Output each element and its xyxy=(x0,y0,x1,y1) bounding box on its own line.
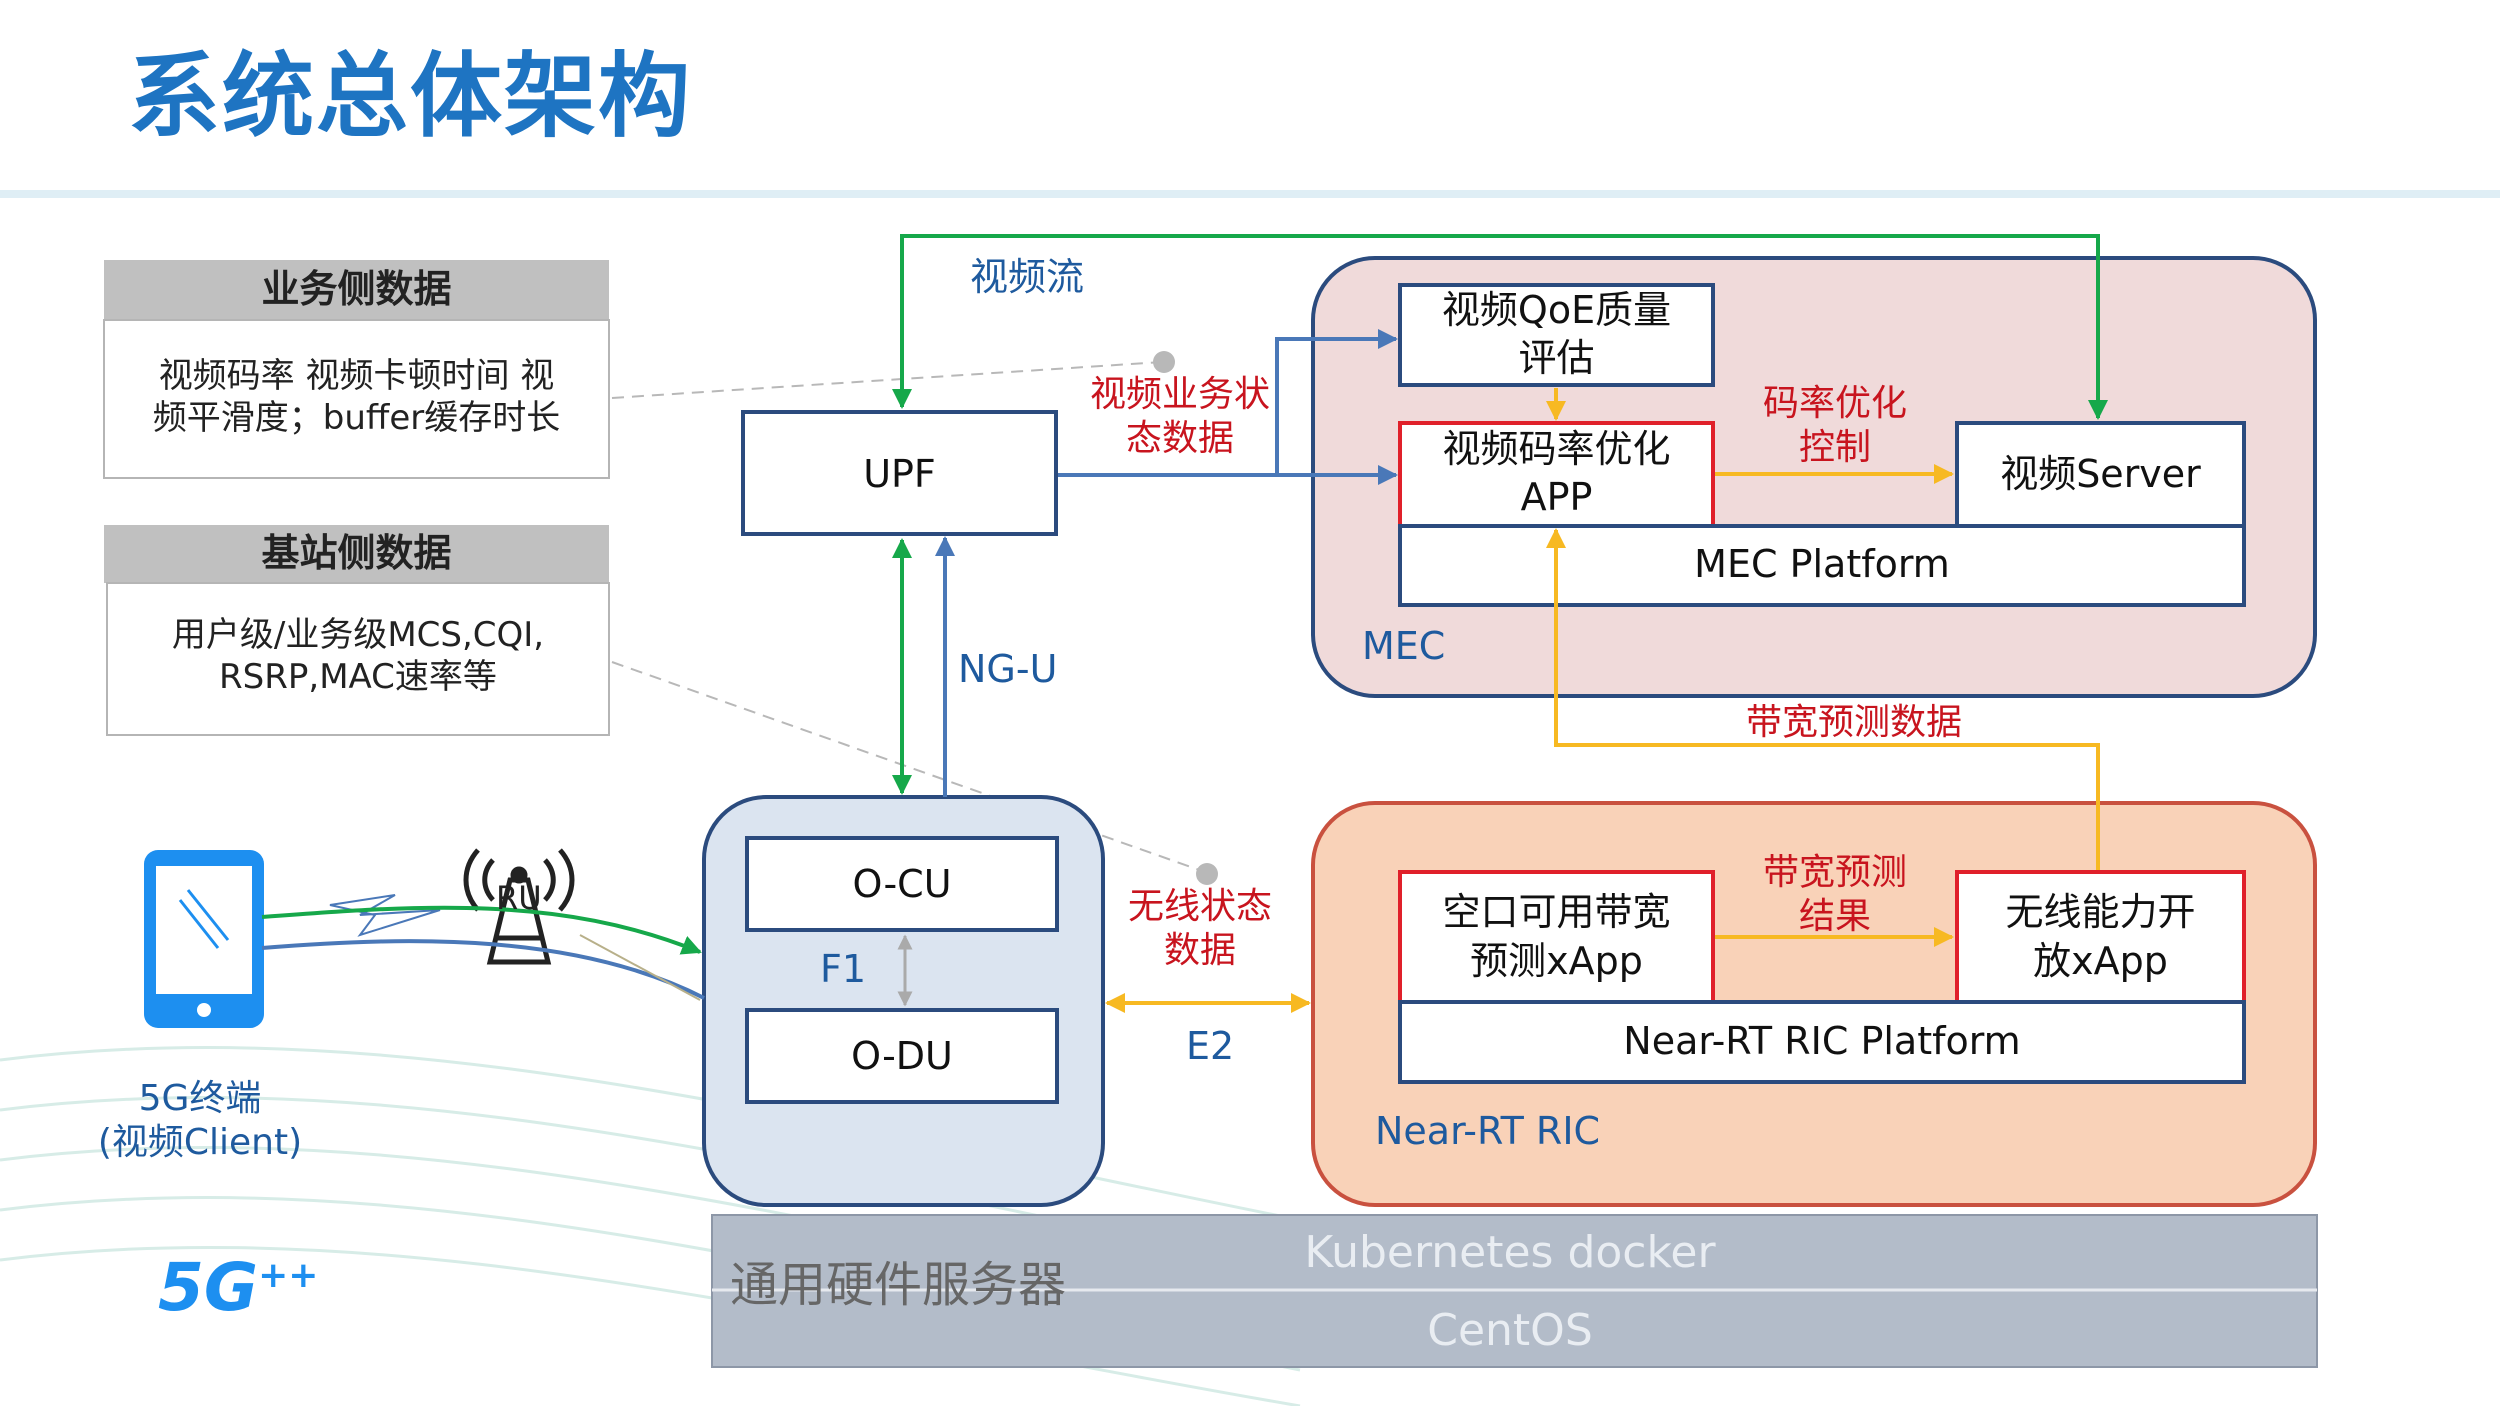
wireless-label-2: 放xApp xyxy=(2033,939,2168,983)
bw-pred-label-1: 空口可用带宽 xyxy=(1442,890,1671,934)
video-stream-label: 视频流 xyxy=(970,255,1085,299)
ric-platform-label: Near-RT RIC Platform xyxy=(1623,1019,2021,1063)
video-server-box xyxy=(1955,421,2246,528)
service-data-callout xyxy=(611,361,1163,399)
phone-screen-glare-2 xyxy=(186,889,230,941)
5g-logo-sup: ++ xyxy=(258,1255,319,1296)
qoe-label-1: 视频QoE质量 xyxy=(1441,288,1672,332)
upf-to-qoe xyxy=(1275,329,1398,475)
ric-platform-box xyxy=(1398,1000,2246,1084)
bw-pred-result-label-2: 结果 xyxy=(1798,896,1871,937)
service-state-label-1: 视频业务状 xyxy=(1089,374,1270,415)
ocu-label: O-CU xyxy=(852,862,952,906)
bs-data-callout xyxy=(611,661,1206,873)
bs-data-box xyxy=(106,582,610,736)
bs-data-line-2: RSRP,MAC速率等 xyxy=(219,657,497,697)
bw-data-path xyxy=(1546,528,2100,870)
wireless-box xyxy=(1955,870,2246,1004)
page-title: 系统总体架构 xyxy=(128,43,693,150)
bitrate-ctrl-label-1: 码率优化 xyxy=(1762,383,1907,424)
ocu-box xyxy=(745,836,1059,932)
service-data-header-text: 业务侧数据 xyxy=(261,267,452,311)
bw-pred-label-2: 预测xApp xyxy=(1470,939,1643,983)
upf-label: UPF xyxy=(863,452,936,496)
bs-callout-dot xyxy=(1196,863,1218,885)
qoe-label-2: 评估 xyxy=(1518,336,1595,380)
hardware-label: 通用硬件服务器 xyxy=(730,1257,1067,1313)
wireless-state-label-1: 无线状态 xyxy=(1127,886,1272,927)
ric-label: Near-RT RIC xyxy=(1375,1109,1601,1153)
radio-tower-icon xyxy=(463,848,575,965)
odu-label: O-DU xyxy=(851,1034,953,1078)
bitrate-app-label-2: APP xyxy=(1520,475,1593,519)
bitrate-app-label-1: 视频码率优化 xyxy=(1442,427,1671,471)
service-data-box xyxy=(103,319,610,479)
bw-pred-result-label-1: 带宽预测 xyxy=(1762,852,1907,893)
service-data-line-2: 频平滑度；buffer缓存时长 xyxy=(152,398,561,438)
bs-data-line-1: 用户级/业务级MCS,CQI, xyxy=(171,615,545,655)
qoe-box xyxy=(1398,283,1715,387)
service-data-header xyxy=(104,260,609,320)
video-stream-loop xyxy=(892,234,2108,420)
wireless-signal-icon xyxy=(329,894,441,937)
bitrate-ctrl-label-2: 控制 xyxy=(1798,427,1871,468)
service-data-line-1: 视频码率 视频卡顿时间 视 xyxy=(158,356,555,396)
bw-pred-data-label: 带宽预测数据 xyxy=(1746,702,1963,743)
bitrate-app-box xyxy=(1398,421,1715,528)
title-divider xyxy=(0,190,2500,198)
ue-ran-blue-link xyxy=(261,939,705,1000)
phone-screen-glare xyxy=(178,899,220,949)
ru-label: RU xyxy=(496,879,542,917)
f1-label: F1 xyxy=(820,947,867,991)
5g-logo: 5G++ xyxy=(158,1250,318,1326)
ng-u-label: NG-U xyxy=(958,647,1058,691)
mec-platform-box xyxy=(1398,524,2246,607)
odu-box xyxy=(745,1008,1059,1104)
e2-label: E2 xyxy=(1186,1024,1235,1068)
bs-data-header xyxy=(104,525,609,583)
os-label: CentOS xyxy=(1427,1305,1593,1356)
wireless-state-label-2: 数据 xyxy=(1163,930,1236,971)
mec-label: MEC xyxy=(1362,624,1446,668)
terminal-label-2: (视频Client) xyxy=(97,1122,303,1163)
k8s-label: Kubernetes docker xyxy=(1304,1227,1716,1278)
video-server-label: 视频Server xyxy=(2000,452,2201,496)
ru-olive-line xyxy=(579,934,701,1001)
wireless-label-1: 无线能力开 xyxy=(2005,890,2196,934)
terminal-label-1: 5G终端 xyxy=(138,1078,262,1119)
bw-pred-box xyxy=(1398,870,1715,1004)
service-state-label-2: 态数据 xyxy=(1125,418,1234,459)
bs-data-header-text: 基站侧数据 xyxy=(261,531,452,575)
phone-home-button xyxy=(197,1003,211,1017)
mec-platform-label: MEC Platform xyxy=(1694,542,1950,586)
5g-logo-text: 5G xyxy=(158,1249,259,1326)
ue-ran-green-link xyxy=(261,905,702,955)
service-callout-dot xyxy=(1153,351,1175,373)
